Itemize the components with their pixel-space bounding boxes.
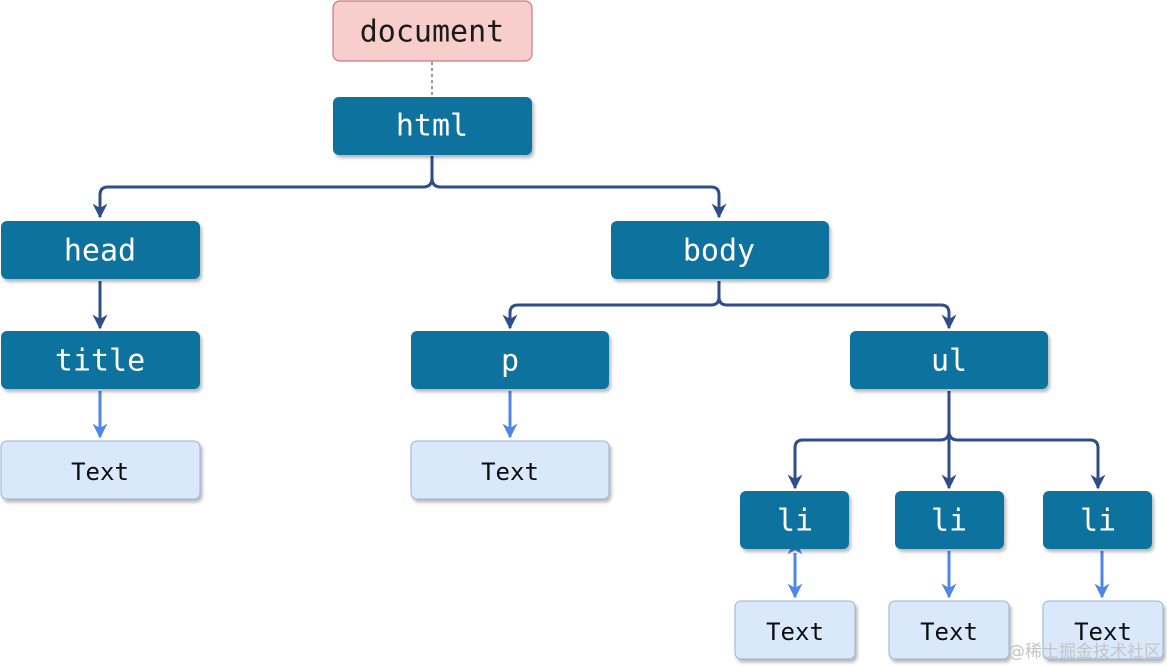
node-text-li-2-label: Text	[920, 618, 978, 646]
node-html: html	[333, 97, 532, 155]
node-text-title: Text	[0, 440, 201, 500]
edge-text-links	[92, 391, 1110, 599]
node-text-li-1-label: Text	[766, 618, 824, 646]
node-p: p	[411, 331, 609, 389]
node-li-3: li	[1043, 491, 1152, 549]
node-li-2: li	[895, 491, 1004, 549]
node-head: head	[1, 221, 200, 279]
node-title-label: title	[55, 344, 145, 379]
node-html-label: html	[396, 109, 468, 144]
edge-html-children	[92, 156, 727, 219]
node-head-label: head	[64, 234, 136, 269]
node-text-li-2: Text	[888, 600, 1010, 660]
node-body-label: body	[683, 234, 755, 269]
node-text-li-3: Text	[1042, 600, 1164, 660]
watermark: @稀土掘金技术社区	[1008, 642, 1161, 662]
node-document: document	[332, 0, 533, 62]
node-li-1-label: li	[777, 504, 813, 539]
edge-ul-children	[787, 391, 1106, 490]
node-text-title-label: Text	[71, 458, 129, 486]
node-title: title	[1, 331, 200, 389]
node-p-label: p	[501, 344, 519, 379]
node-text-p-label: Text	[481, 458, 539, 486]
node-document-label: document	[360, 15, 505, 50]
edge-body-children	[502, 281, 957, 330]
node-text-p: Text	[410, 440, 610, 500]
node-text-li-1: Text	[734, 600, 856, 660]
node-li-3-label: li	[1080, 504, 1116, 539]
node-text-li-3-label: Text	[1074, 618, 1132, 646]
node-li-1: li	[740, 491, 849, 549]
node-li-2-label: li	[931, 504, 967, 539]
node-ul-label: ul	[931, 344, 967, 379]
node-body: body	[611, 221, 829, 279]
node-ul: ul	[850, 331, 1048, 389]
